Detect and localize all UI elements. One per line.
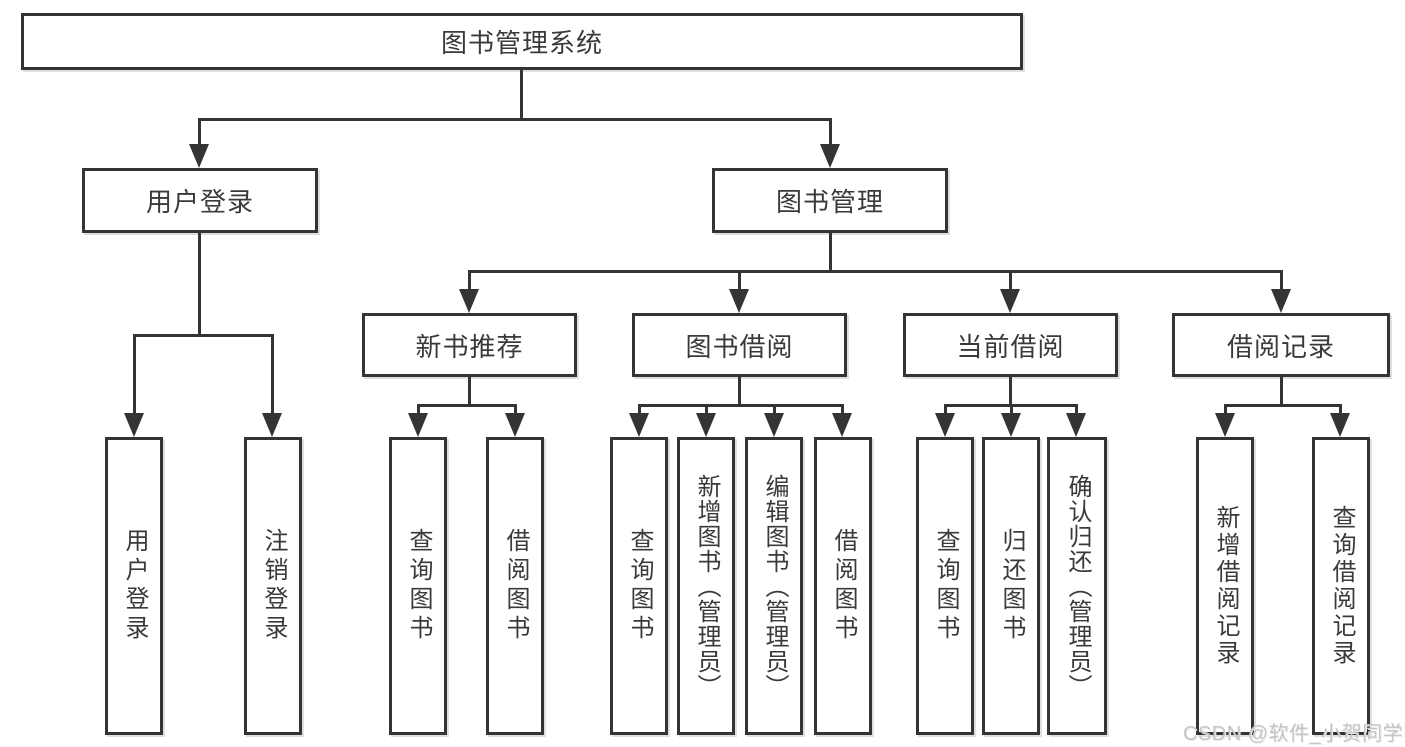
connector-hline	[468, 270, 1283, 273]
connector-hline	[638, 404, 844, 407]
arrowhead-down-icon	[729, 289, 749, 313]
connector-hline	[133, 334, 274, 337]
node-borrow-records: 借阅记录	[1172, 313, 1390, 377]
connector-vline	[198, 233, 201, 337]
node-book-borrow: 图书借阅	[632, 313, 847, 377]
leaf-current-query-books: 查询图书	[916, 437, 974, 735]
connector-vline	[1339, 404, 1342, 418]
connector-vline	[468, 377, 471, 407]
connector-vline	[829, 118, 832, 148]
arrowhead-down-icon	[1000, 289, 1020, 313]
arrowhead-down-icon	[820, 144, 840, 168]
connector-vline	[705, 404, 708, 418]
arrowhead-down-icon	[832, 413, 852, 437]
arrowhead-down-icon	[189, 144, 209, 168]
connector-vline	[133, 334, 136, 416]
node-current-borrow: 当前借阅	[903, 313, 1118, 377]
arrowhead-down-icon	[764, 413, 784, 437]
connector-vline	[514, 404, 517, 418]
connector-vline	[841, 404, 844, 418]
arrowhead-down-icon	[408, 413, 428, 437]
connector-vline	[829, 233, 832, 273]
connector-vline	[520, 70, 523, 121]
arrowhead-down-icon	[935, 413, 955, 437]
arrowhead-down-icon	[1066, 413, 1086, 437]
connector-vline	[944, 404, 947, 418]
arrowhead-down-icon	[1271, 289, 1291, 313]
leaf-user-login: 用户登录	[105, 437, 163, 735]
leaf-current-return-books: 归还图书	[982, 437, 1040, 735]
arrowhead-down-icon	[262, 413, 282, 437]
node-book-management: 图书管理	[712, 168, 948, 233]
arrowhead-down-icon	[629, 413, 649, 437]
connector-vline	[1280, 377, 1283, 407]
arrowhead-down-icon	[1001, 413, 1021, 437]
connector-vline	[1224, 404, 1227, 418]
leaf-recommend-query-books: 查询图书	[389, 437, 447, 735]
connector-vline	[417, 404, 420, 418]
csdn-watermark: CSDN @软件_小贺同学	[1183, 723, 1404, 745]
connector-hline	[198, 118, 832, 121]
node-new-book-recommend: 新书推荐	[362, 313, 577, 377]
connector-hline	[417, 404, 517, 407]
leaf-records-query-record: 查询借阅记录	[1312, 437, 1370, 735]
arrowhead-down-icon	[505, 413, 525, 437]
connector-vline	[738, 270, 741, 292]
connector-vline	[1009, 377, 1012, 407]
node-root: 图书管理系统	[21, 13, 1023, 70]
arrowhead-down-icon	[124, 413, 144, 437]
connector-vline	[1280, 270, 1283, 292]
leaf-logout: 注销登录	[244, 437, 302, 735]
connector-vline	[1075, 404, 1078, 418]
arrowhead-down-icon	[459, 289, 479, 313]
connector-hline	[1224, 404, 1342, 407]
leaf-borrow-edit-books-admin: 编辑图书（管理员）	[745, 437, 803, 735]
connector-vline	[1009, 270, 1012, 292]
leaf-recommend-borrow-books: 借阅图书	[486, 437, 544, 735]
connector-vline	[773, 404, 776, 418]
connector-vline	[271, 334, 274, 416]
node-user-login: 用户登录	[82, 168, 318, 233]
leaf-current-confirm-return-admin: 确认归还（管理员）	[1047, 437, 1107, 735]
connector-vline	[638, 404, 641, 418]
leaf-records-add-record: 新增借阅记录	[1196, 437, 1254, 735]
connector-vline	[468, 270, 471, 292]
connector-vline	[198, 118, 201, 148]
arrowhead-down-icon	[696, 413, 716, 437]
leaf-borrow-add-books-admin: 新增图书（管理员）	[677, 437, 735, 735]
leaf-borrow-query-books: 查询图书	[610, 437, 668, 735]
arrowhead-down-icon	[1330, 413, 1350, 437]
leaf-borrow-borrow-books: 借阅图书	[814, 437, 872, 735]
arrowhead-down-icon	[1215, 413, 1235, 437]
connector-vline	[1010, 404, 1013, 418]
connector-vline	[738, 377, 741, 407]
